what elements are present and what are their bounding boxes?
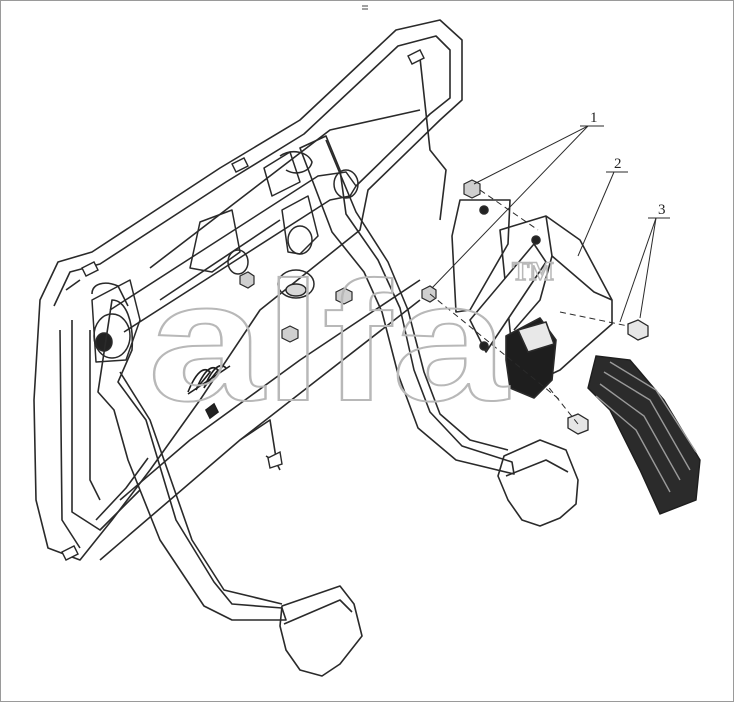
- top-mark: [362, 5, 368, 10]
- leader-1a: [473, 125, 589, 185]
- brake-pedal: [279, 135, 579, 527]
- accelerator-sensor: [451, 199, 613, 399]
- leader-lines: [431, 125, 670, 323]
- bolts: [567, 319, 649, 435]
- leader-1b: [431, 125, 589, 289]
- leader-2: [577, 171, 615, 257]
- callout-1: 1: [590, 110, 598, 126]
- watermark-mark: TM: [512, 257, 554, 286]
- return-spring: [187, 364, 231, 420]
- mounting-studs: [61, 49, 425, 561]
- watermark-text: alfa: [148, 247, 510, 437]
- assembly-lines: [429, 189, 629, 425]
- leader-3a: [619, 217, 657, 323]
- watermark: alfa TM: [147, 246, 555, 438]
- accelerator-pedal-pad: [587, 355, 701, 515]
- leader-3b: [639, 217, 657, 319]
- pivot-shaft-assembly: [91, 151, 359, 363]
- clutch-pedal: [91, 282, 363, 677]
- callout-2: 2: [614, 156, 622, 172]
- callout-3: 3: [658, 202, 666, 218]
- nuts: [239, 179, 481, 343]
